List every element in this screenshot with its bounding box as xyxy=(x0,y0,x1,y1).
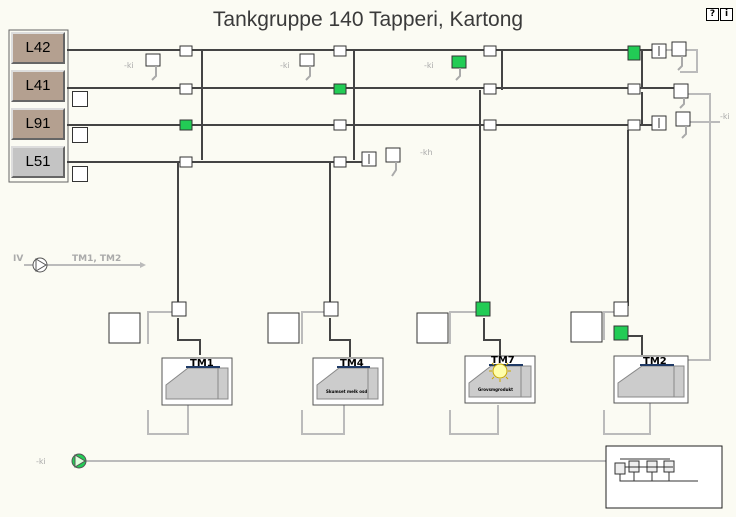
line-button-l41[interactable]: L41 xyxy=(11,70,65,102)
line-checkbox-l91[interactable] xyxy=(72,127,88,143)
tank-sublabel-tm4: Skumset melk osd xyxy=(326,389,367,394)
flow-label-tm12: TM1, TM2 xyxy=(72,254,121,264)
line-checkbox-l51[interactable] xyxy=(72,166,88,182)
tank-tm4: TM4 Skumset melk osd xyxy=(312,357,384,406)
overview-mini-map[interactable] xyxy=(605,445,723,509)
main-lines xyxy=(67,49,680,163)
tank-status-box-tm7 xyxy=(416,312,449,344)
pump-icon-ki xyxy=(71,453,87,469)
tank-tm7: TM7 Grovsmgrodukt xyxy=(464,355,536,404)
line-checkbox-l41[interactable] xyxy=(72,91,88,107)
agitator-light-icon xyxy=(489,360,511,382)
tank-label-tm1: TM1 xyxy=(190,358,214,369)
flow-label-ki-3: -ki xyxy=(424,61,434,70)
tank-sublabel-tm7: Grovsmgrodukt xyxy=(478,387,513,392)
tank-label-tm2: TM2 xyxy=(643,356,667,367)
tank-label-tm7: TM7 xyxy=(491,355,515,366)
flow-label-iv: IV xyxy=(13,254,23,264)
line-button-l51[interactable]: L51 xyxy=(11,146,65,178)
tank-tm1: TM1 xyxy=(161,357,233,406)
flow-label-ki-bottom: -ki xyxy=(36,457,46,466)
pump-icon-iv xyxy=(32,257,48,273)
flow-label-ki-4: -ki xyxy=(720,112,730,121)
flow-label-kh: -kh xyxy=(420,148,433,157)
return-lines xyxy=(24,49,720,462)
tank-status-box-tm2 xyxy=(570,311,603,343)
line-button-l91[interactable]: L91 xyxy=(11,108,65,140)
flow-label-ki-1: -ki xyxy=(124,61,134,70)
line-button-l42[interactable]: L42 xyxy=(11,32,65,64)
flow-label-ki-2: -ki xyxy=(280,61,290,70)
tank-status-box-tm1 xyxy=(108,312,141,344)
drop-lines xyxy=(177,49,643,357)
tank-status-box-tm4 xyxy=(267,312,300,344)
tank-tm2: TM2 xyxy=(613,355,689,404)
help-icon[interactable]: ? xyxy=(706,8,719,21)
page-title: Tankgruppe 140 Tapperi, Kartong xyxy=(212,8,524,31)
person-icon[interactable]: i xyxy=(720,8,733,21)
tank-label-tm4: TM4 xyxy=(340,358,364,369)
active-valves xyxy=(179,45,641,341)
